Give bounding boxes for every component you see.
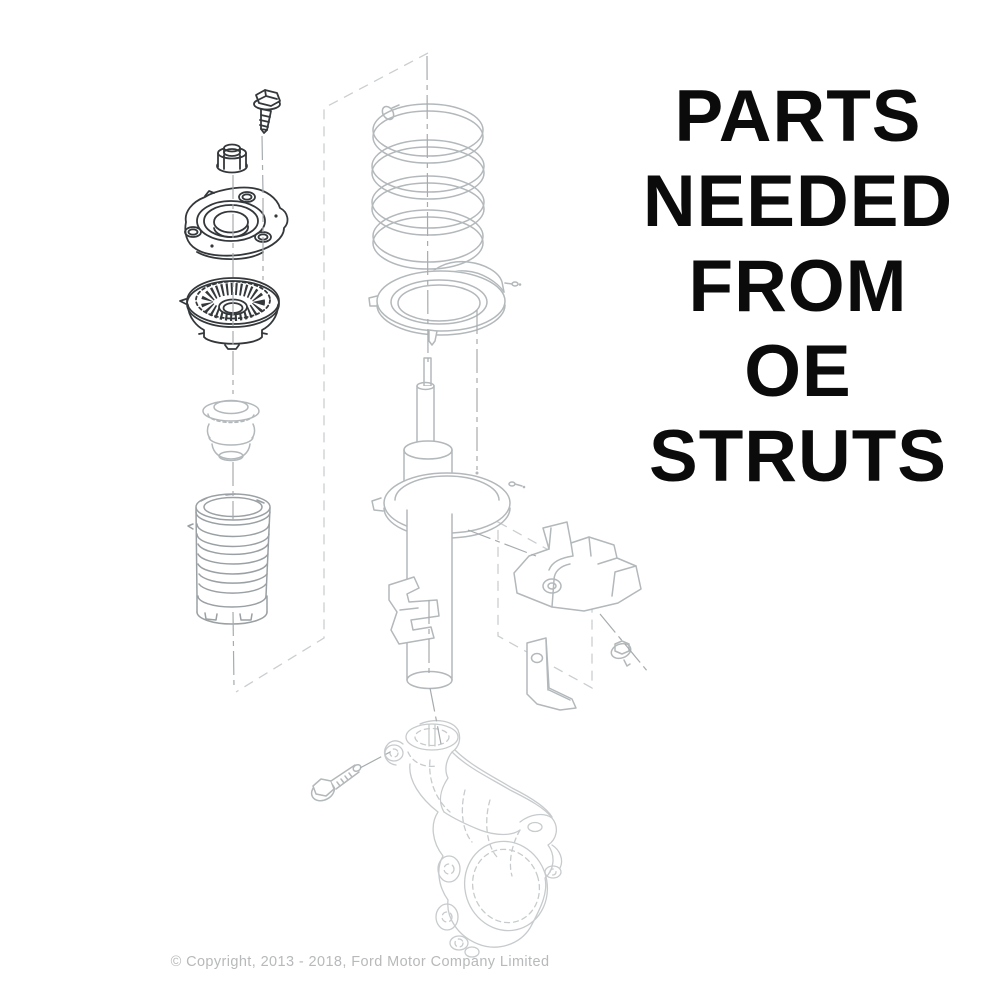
outer-reference-plane <box>235 52 429 693</box>
headline-line: STRUTS <box>649 416 947 497</box>
part-dust-boot <box>187 493 271 625</box>
part-small-nut <box>610 640 632 667</box>
part-upper-bracket <box>513 521 642 612</box>
part-flange-nut <box>216 143 248 174</box>
headline-line: OE <box>744 331 852 412</box>
headline: PARTS NEEDED FROM OE STRUTS <box>618 74 978 499</box>
part-flange-bolt <box>253 89 281 134</box>
part-steering-knuckle <box>383 719 563 958</box>
part-upper-spring-seat <box>368 260 522 346</box>
part-lower-bracket <box>526 637 577 711</box>
headline-line: FROM <box>688 246 908 327</box>
part-bump-stop <box>202 399 260 463</box>
part-strut-body <box>371 357 526 690</box>
copyright-text: © Copyright, 2013 - 2018, Ford Motor Com… <box>170 954 550 970</box>
part-knuckle-clamp-bolt <box>310 764 362 802</box>
part-strut-bearing <box>179 277 280 350</box>
part-strut-top-mount <box>184 186 289 260</box>
assembly-axis-lines <box>232 55 649 769</box>
headline-line: PARTS <box>674 76 922 157</box>
headline-line: NEEDED <box>642 161 954 242</box>
